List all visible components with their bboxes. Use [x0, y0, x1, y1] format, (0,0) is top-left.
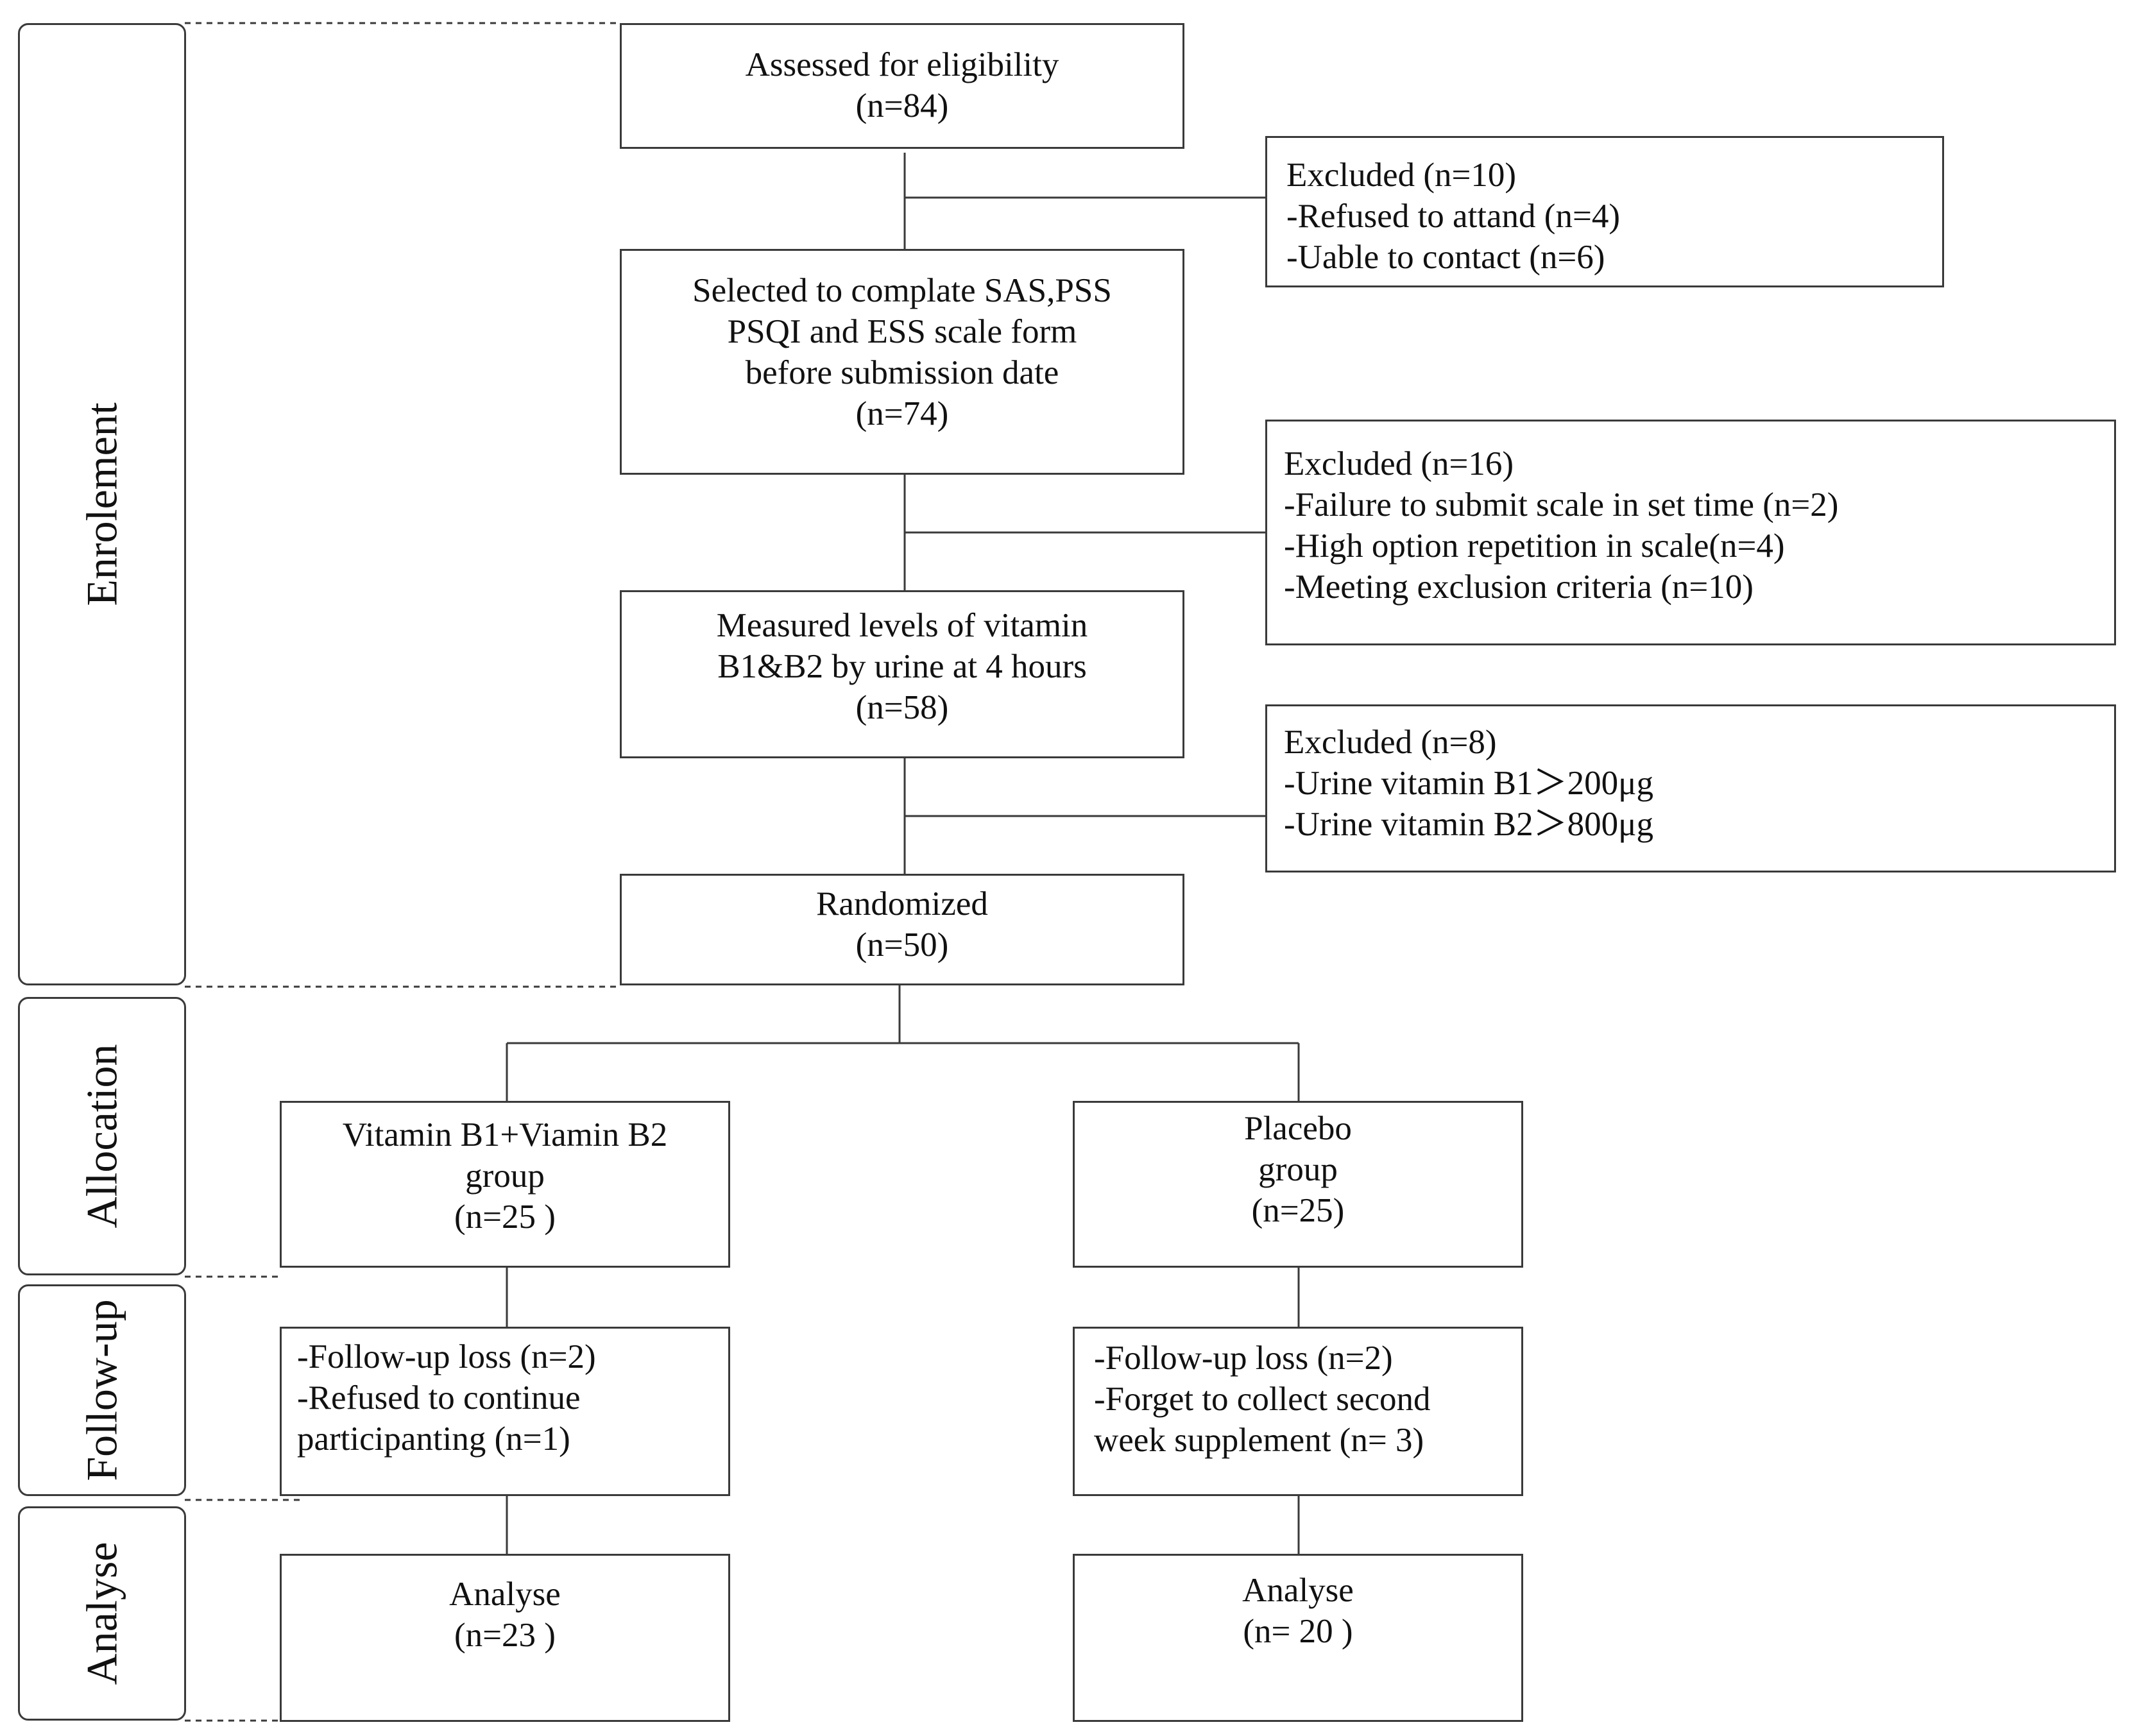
stage-analyse-label: Analyse [77, 1542, 126, 1685]
stage-allocation-label: Allocation [77, 1044, 126, 1229]
placebo-group-text: Placebo group (n=25) [1244, 1110, 1352, 1229]
placebo-followup-box: -Follow-up loss (n=2) -Forget to collect… [1073, 1327, 1523, 1496]
selected-box: Selected to complate SAS,PSS PSQI and ES… [620, 249, 1184, 475]
vitamin-group-box: Vitamin B1+Viamin B2 group (n=25 ) [280, 1101, 730, 1268]
assessed-text: Assessed for eligibility (n=84) [745, 46, 1059, 124]
excluded-3-text: Excluded (n=8) -Urine vitamin B1＞200μg -… [1284, 724, 1654, 843]
randomized-box: Randomized (n=50) [620, 874, 1184, 985]
excluded-box-2: Excluded (n=16) -Failure to submit scale… [1265, 420, 2116, 645]
stage-enrolment-label: Enrolement [77, 402, 126, 606]
vitamin-followup-box: -Follow-up loss (n=2) -Refused to contin… [280, 1327, 730, 1496]
placebo-analyse-box: Analyse (n= 20 ) [1073, 1554, 1523, 1722]
placebo-group-box: Placebo group (n=25) [1073, 1101, 1523, 1268]
stage-follow-up-label: Follow-up [77, 1299, 126, 1481]
vitamin-group-text: Vitamin B1+Viamin B2 group (n=25 ) [342, 1116, 668, 1236]
stage-follow-up: Follow-up [18, 1284, 186, 1496]
stage-enrolment: Enrolement [18, 23, 186, 985]
assessed-box: Assessed for eligibility (n=84) [620, 23, 1184, 149]
selected-text: Selected to complate SAS,PSS PSQI and ES… [692, 272, 1112, 432]
vitamin-followup-text: -Follow-up loss (n=2) -Refused to contin… [297, 1338, 596, 1458]
placebo-analyse-text: Analyse (n= 20 ) [1242, 1572, 1354, 1650]
vitamin-analyse-text: Analyse (n=23 ) [449, 1576, 561, 1654]
stage-allocation: Allocation [18, 997, 186, 1275]
excluded-box-3: Excluded (n=8) -Urine vitamin B1＞200μg -… [1265, 704, 2116, 872]
measured-text: Measured levels of vitamin B1&B2 by urin… [716, 607, 1088, 726]
excluded-box-1: Excluded (n=10) -Refused to attand (n=4)… [1265, 136, 1944, 287]
measured-box: Measured levels of vitamin B1&B2 by urin… [620, 590, 1184, 758]
randomized-text: Randomized (n=50) [816, 885, 988, 964]
vitamin-analyse-box: Analyse (n=23 ) [280, 1554, 730, 1722]
stage-analyse: Analyse [18, 1506, 186, 1721]
excluded-1-text: Excluded (n=10) -Refused to attand (n=4)… [1286, 157, 1620, 276]
placebo-followup-text: -Follow-up loss (n=2) -Forget to collect… [1094, 1340, 1431, 1459]
excluded-2-text: Excluded (n=16) -Failure to submit scale… [1284, 445, 1839, 606]
